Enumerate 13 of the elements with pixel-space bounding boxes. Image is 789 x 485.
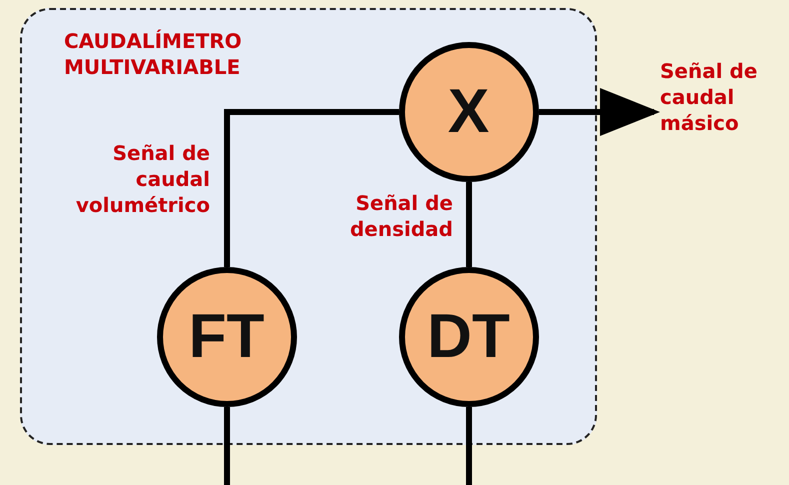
instrument-circle: DT (398, 266, 538, 406)
signal-line (224, 407, 230, 485)
dashed-group-box (20, 8, 597, 445)
output-signal-text: Señal de caudal másico (660, 58, 789, 136)
arrow (539, 88, 660, 136)
instrument-circle: FT (156, 266, 296, 406)
signal-line (466, 182, 472, 267)
group-title: CAUDALÍMETRO MULTIVARIABLE (64, 28, 243, 80)
signal-line (466, 407, 472, 485)
edge-label: Señal de caudal volumétrico (74, 140, 210, 218)
edge-label: Señal de densidad (348, 190, 453, 242)
instrument-circle: X (398, 42, 538, 182)
signal-line (224, 109, 399, 267)
